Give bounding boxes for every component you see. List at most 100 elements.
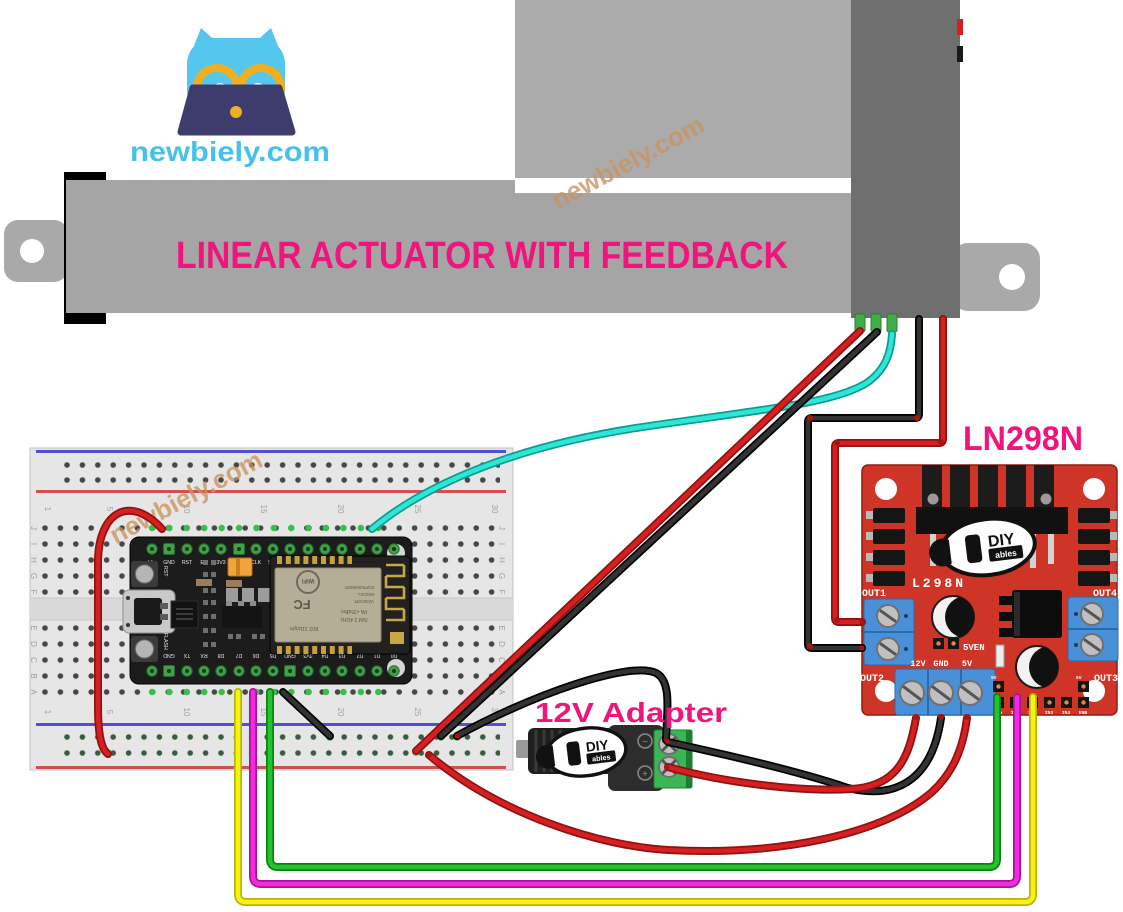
svg-text:D0: D0	[391, 652, 398, 658]
electrolytic-capacitor	[931, 595, 975, 639]
actuator-motor-block	[851, 0, 960, 318]
svg-text:J: J	[29, 526, 38, 530]
power-terminal-12v-gnd-5v[interactable]	[894, 668, 996, 716]
out1-label: OUT1	[862, 589, 886, 600]
svg-text:D8: D8	[218, 652, 225, 658]
rst-button[interactable]	[131, 561, 158, 587]
svg-text:3V3: 3V3	[216, 560, 225, 566]
svg-text:E: E	[29, 625, 38, 630]
svg-text:20: 20	[336, 505, 345, 514]
svg-text:VENDOR:: VENDOR:	[353, 599, 374, 604]
svg-text:ables: ables	[592, 752, 611, 763]
svg-text:10: 10	[182, 708, 191, 717]
svg-text:RST: RST	[182, 560, 193, 566]
svg-text:D6: D6	[253, 652, 260, 658]
svg-text:I: I	[497, 543, 506, 545]
svg-text:D7: D7	[236, 652, 243, 658]
header-5v-right-label: 5V	[1076, 675, 1082, 681]
svg-text:−: −	[642, 737, 648, 748]
svg-text:A: A	[497, 689, 506, 695]
actuator-slider-bar	[515, 0, 851, 178]
adapter-title: 12V Adapter	[535, 697, 727, 728]
wires	[98, 319, 1033, 902]
nodemcu-bottom-pins	[146, 665, 400, 677]
mount-hole	[875, 478, 897, 500]
out2-label: OUT2	[860, 674, 884, 685]
svg-text:D5: D5	[270, 652, 277, 658]
svg-text:25: 25	[413, 708, 422, 717]
svg-text:25: 25	[413, 505, 422, 514]
logo-text: newbiely.com	[130, 136, 330, 167]
antenna-trace-icon	[384, 563, 406, 622]
gnd-label: GND	[933, 659, 948, 669]
mount-hole	[1083, 478, 1105, 500]
driver-silkscreen: L298N	[912, 576, 966, 591]
svg-text:C: C	[497, 657, 506, 663]
5ven-label: 5VEN	[963, 643, 985, 653]
antenna-feed	[390, 632, 404, 644]
rf-shield	[274, 567, 382, 643]
actuator-gap	[515, 175, 851, 193]
feedback-wire-connectors	[854, 313, 898, 333]
svg-text:10: 10	[182, 505, 191, 514]
laptop-logo-dot	[230, 106, 242, 118]
5v-enable-jumper[interactable]	[933, 638, 959, 649]
svg-text:RX: RX	[200, 652, 208, 658]
svg-text:1: 1	[43, 507, 52, 512]
svg-text:G: G	[497, 573, 506, 579]
flash-button[interactable]	[131, 636, 158, 662]
resistor	[995, 644, 1005, 668]
out1-out2-terminal[interactable]	[863, 598, 915, 666]
svg-text:B: B	[29, 673, 38, 678]
svg-text:D4: D4	[322, 652, 329, 658]
svg-text:H: H	[497, 557, 506, 563]
svg-text:GND: GND	[163, 560, 175, 566]
diyables-logo: DIY ables	[536, 726, 628, 778]
diyables-logo: DIY ables	[929, 516, 1037, 578]
polarity-minus-icon: −	[637, 733, 653, 749]
svg-text:DIY: DIY	[585, 737, 609, 755]
col-numbers-top: 1 5 10 15 20 25 30	[43, 505, 499, 514]
svg-text:J: J	[497, 526, 506, 530]
mount-tab-right	[952, 243, 1040, 311]
svg-text:I: I	[29, 543, 38, 545]
out4-out3-terminal[interactable]	[1067, 596, 1119, 662]
svg-text:802.11b/g/n: 802.11b/g/n	[290, 625, 319, 631]
top-rail-holes	[60, 458, 500, 488]
header-5v-left-label: 5V	[991, 675, 997, 681]
svg-text:30: 30	[490, 505, 499, 514]
svg-text:ISM 2.4GHz: ISM 2.4GHz	[340, 616, 368, 622]
svg-text:FC: FC	[293, 597, 311, 612]
svg-text:D: D	[497, 641, 506, 647]
adapter-screw-terminal[interactable]	[653, 729, 693, 789]
electrolytic-capacitor	[1015, 645, 1059, 689]
mount-hole	[875, 680, 897, 702]
polarity-plus-icon: +	[637, 765, 653, 781]
nodemcu-top-pins	[146, 543, 400, 555]
svg-text:IN4: IN4	[1062, 710, 1071, 716]
svg-text:15: 15	[259, 708, 268, 717]
wire-stub-red	[957, 19, 963, 35]
out4-label: OUT4	[1093, 589, 1117, 600]
svg-text:PA +25dBm: PA +25dBm	[341, 608, 367, 614]
svg-text:WiFi: WiFi	[301, 577, 314, 583]
top-rail-red-line	[36, 490, 506, 493]
wire-stub-black	[957, 46, 963, 62]
top-rail-blue-line	[36, 450, 506, 453]
12v-label: 12V	[910, 659, 926, 669]
voltage-regulator	[999, 590, 1062, 638]
row-letters-left: J I H G F E D C B A	[29, 526, 38, 695]
svg-text:DIY: DIY	[987, 531, 1016, 551]
svg-text:GND: GND	[163, 652, 175, 658]
svg-text:20: 20	[336, 708, 345, 717]
rst-label: RST	[162, 566, 168, 577]
newbiely-logo: newbiely.com	[130, 28, 330, 167]
svg-text:MODEL:: MODEL:	[357, 592, 374, 597]
svg-text:D: D	[29, 641, 38, 647]
svg-text:D3: D3	[339, 652, 346, 658]
svg-text:5: 5	[105, 710, 114, 715]
svg-text:D2: D2	[357, 652, 364, 658]
passive-components	[196, 557, 270, 647]
